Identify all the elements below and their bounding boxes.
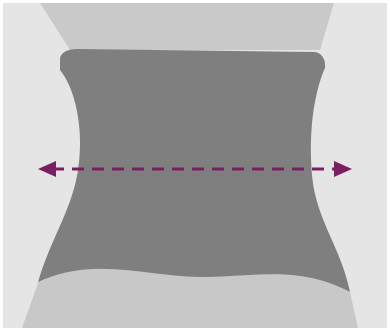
upper-torso	[40, 3, 334, 50]
